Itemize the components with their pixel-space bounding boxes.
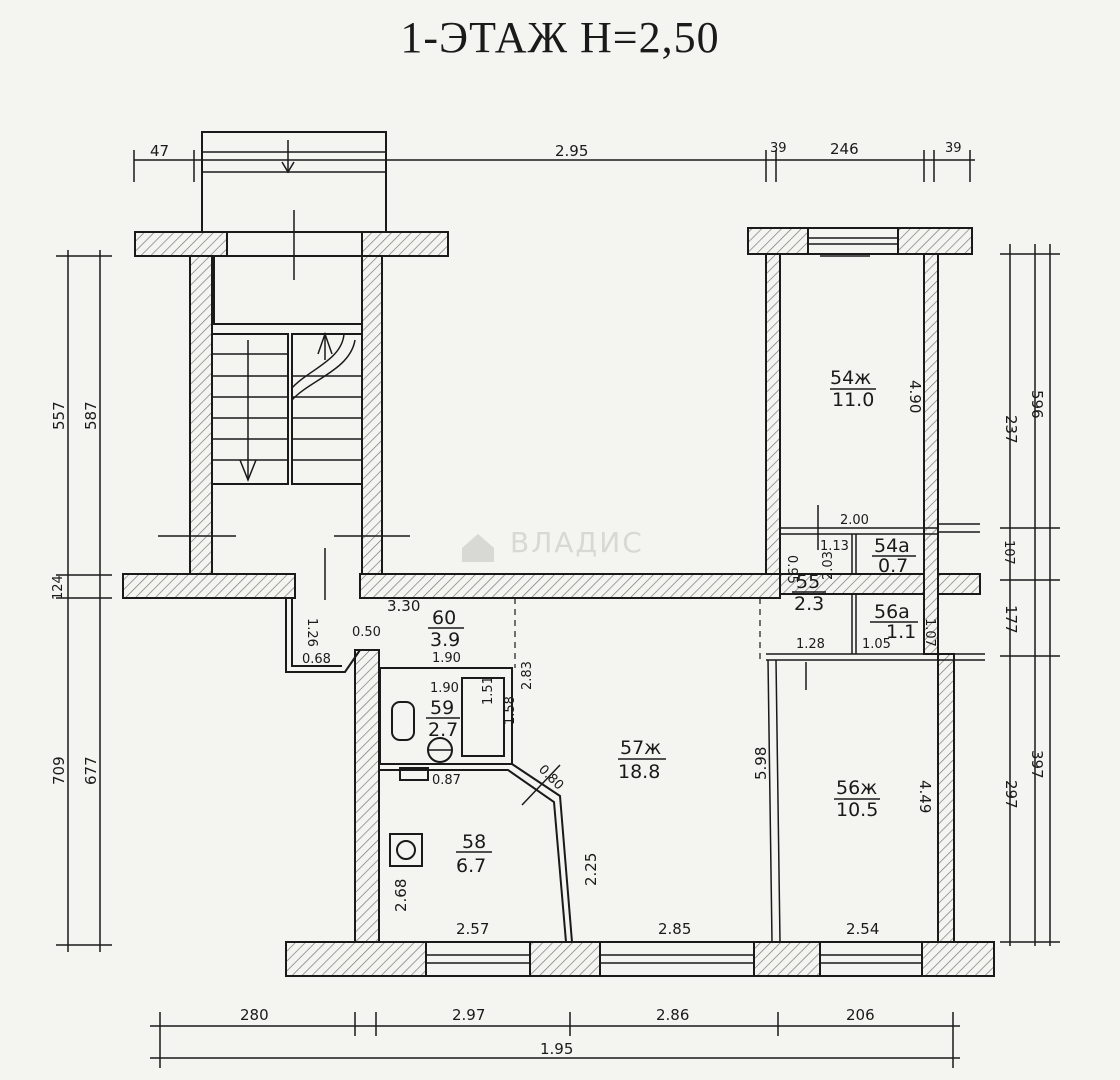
room-area: 11.0 — [832, 389, 874, 411]
room-number: 60 — [432, 607, 456, 629]
dim-right-596: 596 — [1028, 390, 1046, 419]
dim-left-677: 677 — [82, 756, 100, 785]
stairs — [158, 131, 870, 690]
room-area: 10.5 — [836, 799, 878, 821]
dim-left-587: 587 — [82, 401, 100, 430]
dim-r57-225: 2.25 — [582, 853, 600, 886]
dim-r56-height: 4.49 — [916, 780, 934, 813]
dim-hall-050: 0.50 — [352, 625, 381, 640]
room-area: 18.8 — [618, 761, 660, 783]
room-54a: 54a 0.7 — [872, 535, 916, 577]
dim-r56-bottom: 2.54 — [846, 920, 879, 938]
room-56: 56ж 10.5 — [834, 777, 880, 821]
dim-bottom-206: 206 — [846, 1006, 875, 1024]
room-number: 56a — [874, 601, 910, 623]
plan-title: 1-ЭТАЖ Н=2,50 — [400, 13, 720, 62]
dim-r54-width: 2.00 — [840, 513, 869, 528]
room-number: 56ж — [836, 777, 877, 799]
watermark: ВЛАДИС — [462, 526, 644, 562]
dim-right-297: 297 — [1002, 780, 1020, 809]
dim-r57-width: 2.85 — [658, 920, 691, 938]
room-number: 59 — [430, 697, 454, 719]
room-59: 59 2.7 — [426, 697, 460, 741]
room-area: 2.3 — [794, 593, 824, 615]
dim-r60-width: 1.90 — [432, 651, 461, 666]
room-number: 54ж — [830, 367, 871, 389]
dim-r59-283: 2.83 — [520, 661, 535, 690]
dim-hall-width: 3.30 — [387, 597, 420, 615]
room-number: 58 — [462, 831, 486, 853]
room-area: 1.1 — [886, 621, 916, 643]
dim-r54-height: 4.90 — [906, 380, 924, 413]
dim-top-47: 47 — [150, 142, 169, 160]
dim-r56-width: 1.28 — [796, 637, 825, 652]
dim-top-39a: 39 — [770, 141, 787, 156]
bathtub — [461, 677, 505, 757]
dim-r55-width: 0.95 — [784, 555, 799, 584]
dimension-lines — [56, 150, 1060, 1068]
room-60: 60 3.9 — [428, 607, 464, 651]
room-area: 0.7 — [878, 555, 908, 577]
dim-right-397: 397 — [1028, 750, 1046, 779]
dim-bottom-280: 280 — [240, 1006, 269, 1024]
room-number: 57ж — [620, 737, 661, 759]
dim-r58-width: 2.57 — [456, 920, 489, 938]
room-number: 54a — [874, 535, 910, 557]
dim-right-107: 107 — [1001, 540, 1016, 565]
dim-left-557: 557 — [50, 401, 68, 430]
dim-r55-height: 2.03 — [821, 551, 836, 580]
dim-bottom-total: 1.95 — [540, 1040, 573, 1058]
dim-left-124: 124 — [51, 575, 66, 600]
dim-top-39b: 39 — [945, 141, 962, 156]
dim-r59-height: 1.51 — [481, 676, 496, 705]
room-labels: 54ж 11.0 54a 0.7 55 2.3 56a 1.1 56ж 10.5… — [426, 367, 918, 877]
dim-r57-height: 5.98 — [752, 747, 770, 780]
room-area: 3.9 — [430, 629, 460, 651]
stove — [389, 833, 423, 867]
dim-r56a-height: 1.07 — [922, 618, 937, 647]
room-57: 57ж 18.8 — [618, 737, 666, 783]
dim-bottom-297: 2.97 — [452, 1006, 485, 1024]
partitions — [285, 523, 985, 943]
fixtures — [389, 677, 505, 867]
room-area: 6.7 — [456, 855, 486, 877]
watermark-text: ВЛАДИС — [510, 526, 644, 559]
dim-r59-width: 1.90 — [430, 681, 459, 696]
dim-r59-158: 1.58 — [503, 696, 518, 725]
windows — [425, 227, 923, 977]
dim-hall-068: 0.68 — [302, 652, 331, 667]
dim-r56a-width: 1.05 — [862, 637, 891, 652]
room-58: 58 6.7 — [456, 831, 492, 877]
dim-r54a-width: 1.13 — [820, 539, 849, 554]
toilet — [391, 701, 415, 741]
room-number: 55 — [796, 571, 820, 593]
dim-r59-087: 0.87 — [432, 773, 461, 788]
dim-left-709: 709 — [50, 756, 68, 785]
dim-top-295: 2.95 — [555, 142, 588, 160]
room-area: 2.7 — [428, 719, 458, 741]
dim-top-246: 246 — [830, 140, 859, 158]
room-55: 55 2.3 — [792, 571, 826, 615]
dim-right-177: 177 — [1002, 605, 1020, 634]
dim-bottom-286: 2.86 — [656, 1006, 689, 1024]
dim-right-237: 237 — [1002, 415, 1020, 444]
dim-hall-126: 1.26 — [304, 618, 319, 647]
room-54: 54ж 11.0 — [830, 367, 876, 411]
dim-r58-height: 2.68 — [392, 879, 410, 912]
room-56a: 56a 1.1 — [870, 601, 918, 643]
